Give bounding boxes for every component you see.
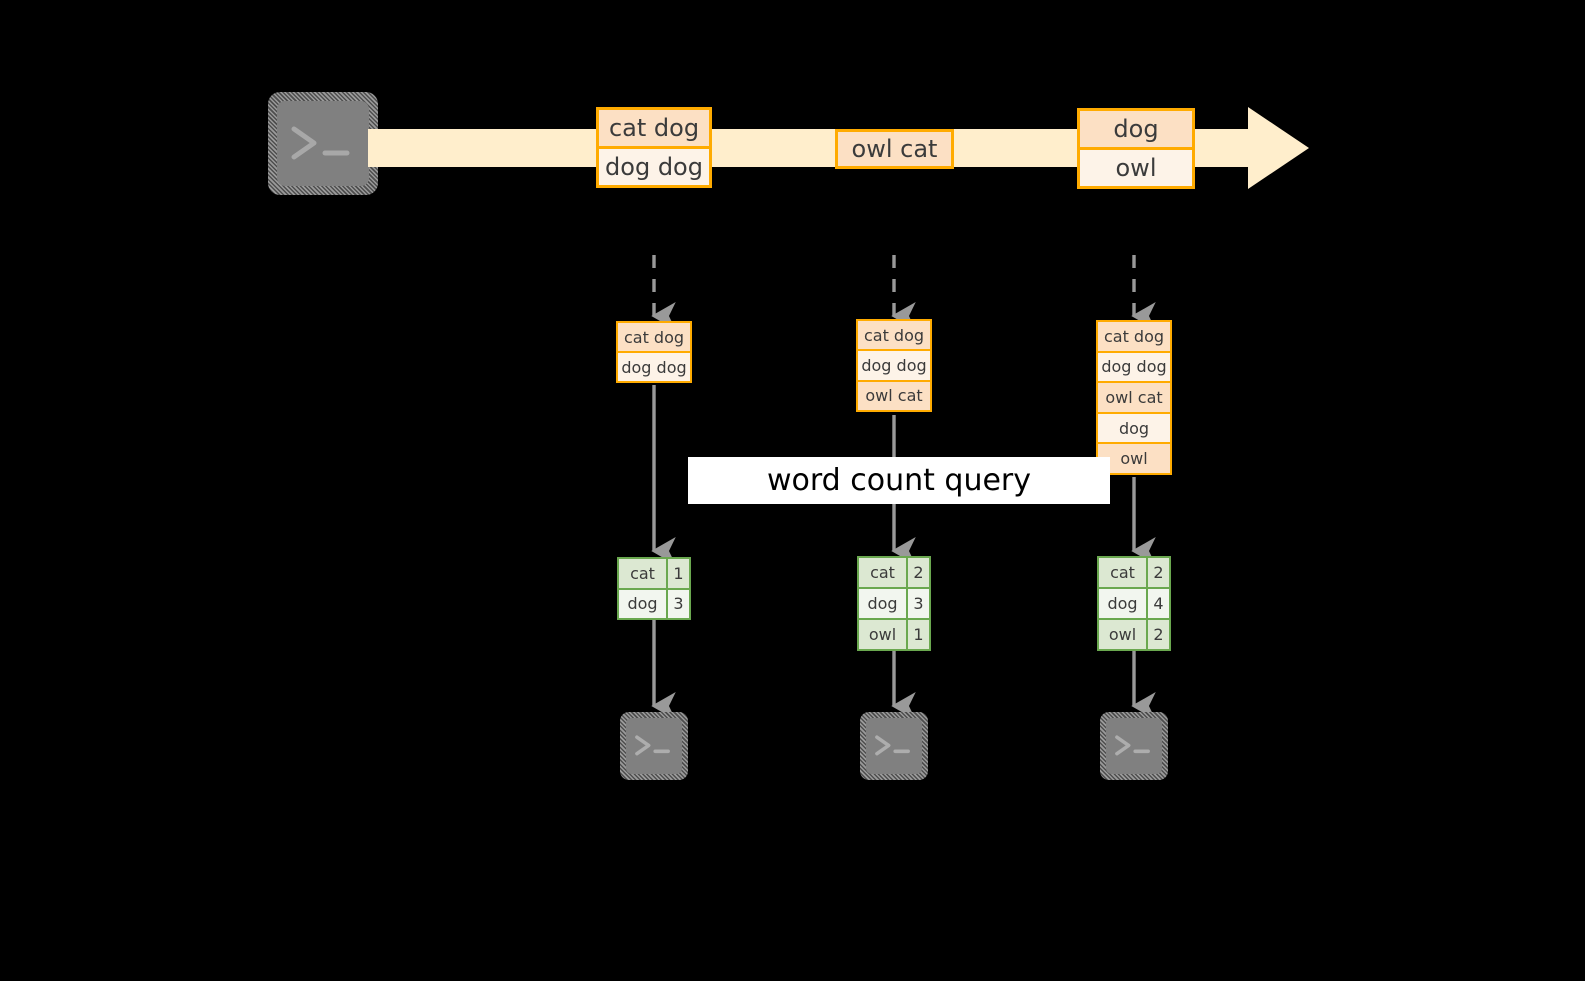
count-cell: 2: [1146, 558, 1169, 587]
word-cell: dog: [1099, 589, 1146, 618]
word-cell: owl: [1099, 620, 1146, 649]
count-cell: 2: [906, 558, 929, 587]
count-cell: 4: [1146, 589, 1169, 618]
terminal-screen: [1106, 718, 1162, 774]
stream-event-line: dog dog: [599, 146, 709, 185]
query-label-text: word count query: [766, 463, 1032, 498]
input-row: cat dog: [1098, 322, 1170, 351]
sink-terminal-2[interactable]: [860, 712, 928, 780]
sink-terminal-1[interactable]: [620, 712, 688, 780]
terminal-prompt-glyph: [626, 718, 682, 774]
input-table-3[interactable]: cat dog dog dog owl cat dog owl: [1096, 320, 1172, 475]
query-label: word count query: [688, 457, 1110, 504]
result-table-1[interactable]: cat 1 dog 3: [617, 557, 691, 620]
input-row: owl: [1098, 442, 1170, 473]
table-row: cat 2: [859, 558, 929, 587]
input-row: owl cat: [1098, 381, 1170, 412]
word-cell: cat: [859, 558, 906, 587]
table-row: dog 3: [619, 587, 689, 618]
terminal-screen: [277, 101, 369, 186]
stream-event-group-1[interactable]: cat dog dog dog: [596, 107, 712, 188]
input-row: dog dog: [1098, 350, 1170, 382]
table-row: owl 2: [1099, 618, 1169, 649]
stream-event-group-3[interactable]: dog owl: [1077, 108, 1195, 189]
count-cell: 3: [906, 589, 929, 618]
word-cell: cat: [619, 559, 666, 588]
terminal-prompt-glyph: [1106, 718, 1162, 774]
terminal-screen: [866, 718, 922, 774]
sink-terminal-3[interactable]: [1100, 712, 1168, 780]
terminal-prompt-glyph: [866, 718, 922, 774]
table-row: cat 2: [1099, 558, 1169, 587]
count-cell: 2: [1146, 620, 1169, 649]
word-cell: dog: [619, 589, 666, 618]
result-table-3[interactable]: cat 2 dog 4 owl 2: [1097, 556, 1171, 651]
terminal-prompt-glyph: [277, 101, 369, 186]
word-cell: cat: [1099, 558, 1146, 587]
count-cell: 3: [666, 589, 689, 618]
input-table-1[interactable]: cat dog dog dog: [616, 321, 692, 383]
stream-event-line: dog: [1080, 111, 1192, 147]
table-row: dog 4: [1099, 587, 1169, 618]
stream-event-line: owl: [1080, 147, 1192, 186]
input-table-2[interactable]: cat dog dog dog owl cat: [856, 319, 932, 412]
input-row: dog dog: [858, 349, 930, 380]
result-table-2[interactable]: cat 2 dog 3 owl 1: [857, 556, 931, 651]
stream-event-group-2[interactable]: owl cat: [835, 129, 954, 169]
source-terminal-icon[interactable]: [268, 92, 378, 195]
terminal-screen: [626, 718, 682, 774]
table-row: cat 1: [619, 559, 689, 588]
count-cell: 1: [906, 620, 929, 649]
stream-event-line: owl cat: [838, 132, 951, 166]
input-row: cat dog: [618, 323, 690, 351]
word-cell: dog: [859, 589, 906, 618]
input-row: dog dog: [618, 351, 690, 381]
input-row: dog: [1098, 411, 1170, 443]
stream-event-line: cat dog: [599, 110, 709, 146]
word-cell: owl: [859, 620, 906, 649]
count-cell: 1: [666, 559, 689, 588]
table-row: dog 3: [859, 587, 929, 618]
input-row: cat dog: [858, 321, 930, 350]
input-row: owl cat: [858, 379, 930, 410]
table-row: owl 1: [859, 618, 929, 649]
